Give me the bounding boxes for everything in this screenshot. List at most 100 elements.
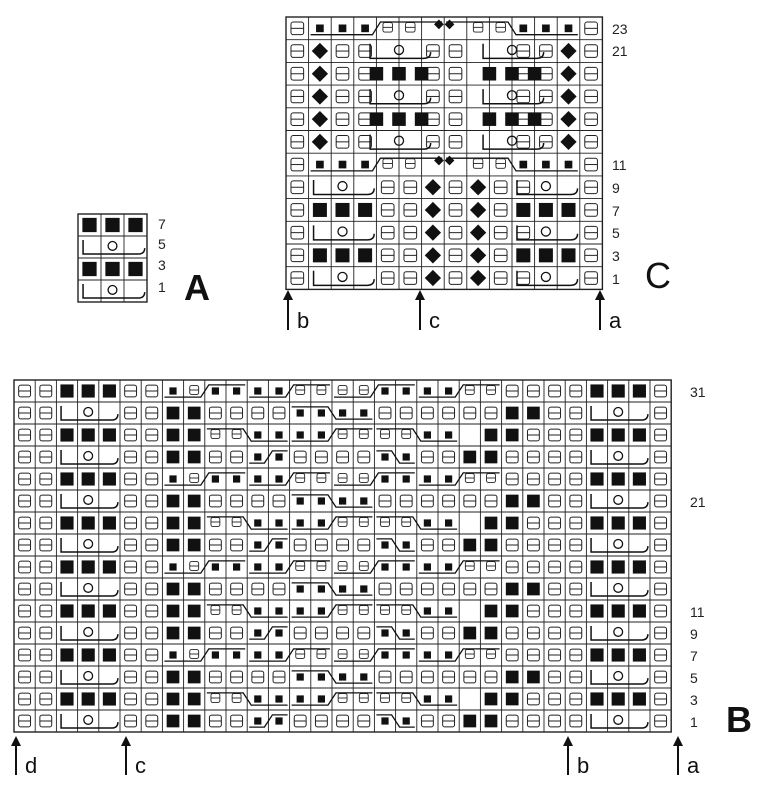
filled-square-symbol [484,538,498,552]
small-square-symbol [296,431,304,439]
small-square-symbol [275,541,283,549]
filled-square-symbol [590,604,604,618]
small-square-symbol [254,629,262,637]
filled-square-symbol [102,428,116,442]
diamond-symbol [444,155,455,166]
filled-square-symbol [358,202,373,217]
small-square-symbol [275,695,283,703]
filled-square-symbol [187,670,201,684]
filled-square-symbol [60,560,74,574]
filled-square-symbol [505,604,519,618]
chart-c-arrow-b: b [283,290,309,333]
cable-cross-symbol [291,406,373,420]
cable-loop-symbol [312,270,375,287]
cable-cross-symbol [206,428,288,442]
cable-cross-symbol [334,384,415,398]
small-square-symbol [317,695,326,703]
small-square-symbol [275,563,283,571]
small-square-symbol [275,475,283,483]
chart-b-row-11: 11 [690,604,705,620]
filled-square-symbol [335,248,350,263]
cable-cross-symbol [376,626,415,640]
filled-square-symbol [505,516,519,530]
filled-square-symbol [611,560,625,574]
small-square-symbol [338,409,347,417]
filled-square-symbol [611,648,625,662]
filled-square-symbol [463,714,477,728]
chart-b-row-1: 1 [690,714,698,730]
arrow-label-c-b: c [135,753,146,778]
arrow-label-a-b: a [687,753,700,778]
cable-cross-symbol [446,157,578,172]
filled-square-symbol [611,604,625,618]
filled-square-symbol [516,202,531,217]
chart-b-arrow-b: b [563,736,589,778]
small-square-symbol [381,563,389,571]
filled-square-symbol [505,66,519,81]
filled-square-symbol [590,428,604,442]
small-square-symbol [211,563,220,571]
filled-square-symbol [527,494,540,508]
filled-square-symbol [414,112,429,126]
cable-cross-symbol [376,604,458,618]
filled-square-symbol [187,494,201,508]
small-square-symbol [402,387,410,395]
arrow-label-a: a [609,308,622,333]
chart-c-row-11: 11 [612,157,627,173]
chart-b-row-7: 7 [690,648,698,664]
small-square-symbol [423,651,432,659]
cable-cross-symbol [249,384,330,398]
small-square-symbol [317,607,326,615]
filled-square-symbol [81,472,95,486]
cable-loop-symbol [590,537,649,553]
small-square-symbol [254,717,262,725]
cable-cross-symbol [376,714,415,728]
small-square-symbol [423,475,432,483]
small-square-symbol [296,497,304,505]
small-square-symbol [296,673,304,681]
filled-square-symbol [632,560,646,574]
small-square-symbol [254,519,262,527]
diamond-symbol [560,133,577,150]
chart-b-row-9: 9 [690,626,698,642]
cable-cross-symbol [249,560,330,574]
filled-square-symbol [369,112,384,126]
chart-c-row-9: 9 [612,180,620,196]
filled-square-symbol [484,604,498,618]
small-square-symbol [254,453,262,461]
filled-square-symbol [166,516,180,530]
small-square-symbol [444,651,453,659]
small-square-symbol [211,387,220,395]
chart-a-label: A [184,267,210,308]
diamond-symbol [469,247,487,264]
filled-square-symbol [484,450,498,464]
filled-square-symbol [590,384,604,398]
filled-square-symbol [632,384,646,398]
small-square-symbol [296,607,304,615]
cable-loop-symbol [60,625,119,641]
small-square-symbol [444,563,453,571]
filled-square-symbol [632,428,646,442]
cable-loop-symbol [60,449,119,465]
diamond-symbol [424,224,442,241]
small-square-symbol [275,387,283,395]
cable-cross-symbol [418,384,500,398]
small-square-symbol [317,673,326,681]
filled-square-symbol [166,692,180,706]
chart-b-row-31: 31 [690,384,706,400]
cable-loop-symbol [516,270,579,287]
small-square-symbol [360,673,368,681]
filled-square-symbol [505,406,519,420]
arrow-label-d: d [25,753,37,778]
cable-cross-symbol [206,604,288,618]
small-square-symbol [254,475,262,483]
cable-cross-symbol [206,692,288,706]
chart-c-arrow-c: c [415,290,440,333]
small-square-symbol [338,673,347,681]
small-square-symbol [361,24,369,33]
small-square-symbol [444,519,453,527]
cable-loop-symbol [590,405,649,421]
cable-cross-symbol [291,516,373,530]
filled-square-symbol [82,261,97,277]
filled-square-symbol [632,472,646,486]
